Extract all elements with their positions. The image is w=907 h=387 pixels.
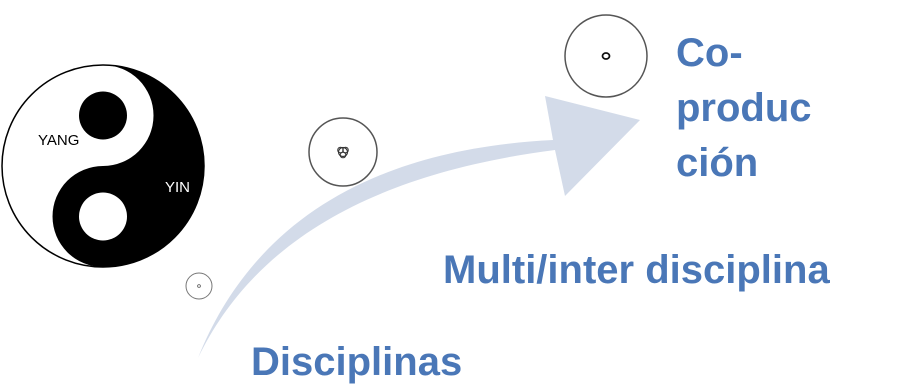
large-circle-icon	[564, 14, 648, 98]
coproduccion-line-1: Co-	[676, 31, 743, 75]
yin-dot	[79, 192, 127, 241]
curved-arrow	[198, 96, 640, 358]
medium-circle-icon	[308, 117, 378, 187]
coproduccion-line-2: produc	[676, 86, 812, 130]
yin-yang-icon: YANG YIN	[1, 64, 205, 268]
coproduccion-label: Co- produc ción	[676, 26, 812, 191]
yang-dot	[79, 91, 127, 140]
multi-inter-disciplina-label: Multi/inter disciplina	[443, 248, 830, 292]
coproduccion-line-3: ción	[676, 141, 759, 185]
yang-label: YANG	[38, 132, 79, 149]
disciplinas-label: Disciplinas	[251, 340, 463, 384]
yin-label: YIN	[165, 179, 190, 196]
small-circle-icon	[185, 272, 213, 300]
